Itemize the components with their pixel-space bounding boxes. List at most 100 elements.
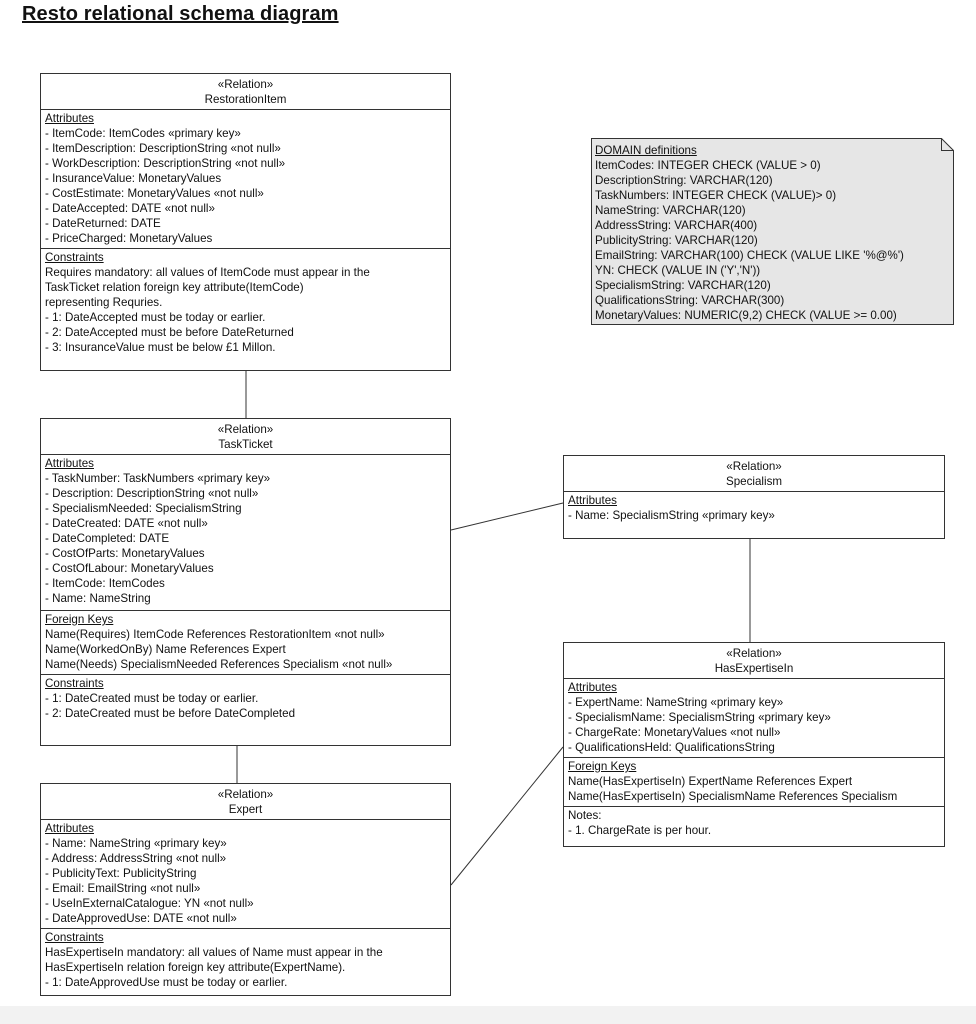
attributes-section: Attributes - Name: SpecialismString «pri…: [564, 492, 944, 525]
section-title: Attributes: [45, 822, 94, 835]
attribute-line: - SpecialismNeeded: SpecialismString: [45, 502, 242, 515]
relation-header: «Relation» Expert: [41, 784, 450, 820]
foreign-key-line: Name(HasExpertiseIn) SpecialismName Refe…: [568, 790, 898, 803]
domain-definitions-body: DOMAIN definitions ItemCodes: INTEGER CH…: [595, 143, 904, 323]
attribute-line: - DateReturned: DATE: [45, 217, 161, 230]
foreign-key-line: Name(Requires) ItemCode References Resto…: [45, 628, 385, 641]
domain-line: NameString: VARCHAR(120): [595, 204, 746, 217]
attribute-line: - DateCompleted: DATE: [45, 532, 170, 545]
constraint-line: - 1: DateApprovedUse must be today or ea…: [45, 976, 288, 989]
section-title: Notes:: [568, 809, 602, 822]
domain-definitions-note: DOMAIN definitions ItemCodes: INTEGER CH…: [591, 138, 954, 325]
domain-definitions-title: DOMAIN definitions: [595, 144, 697, 157]
attribute-line: - ExpertName: NameString «primary key»: [568, 696, 784, 709]
foreign-keys-section: Foreign Keys Name(Requires) ItemCode Ref…: [41, 610, 450, 674]
attribute-line: - Name: NameString: [45, 592, 151, 605]
attribute-line: - WorkDescription: DescriptionString «no…: [45, 157, 286, 170]
relation-stereotype: «Relation»: [217, 423, 274, 436]
footer-strip: [0, 1006, 976, 1024]
attribute-line: - SpecialismName: SpecialismString «prim…: [568, 711, 831, 724]
foreign-key-line: Name(HasExpertiseIn) ExpertName Referenc…: [568, 775, 853, 788]
section-title: Attributes: [568, 681, 617, 694]
relation-hasexpertisein: «Relation» HasExpertiseIn Attributes - E…: [563, 642, 945, 847]
relation-name: HasExpertiseIn: [714, 662, 794, 675]
attribute-line: - ItemCode: ItemCodes «primary key»: [45, 127, 241, 140]
attribute-line: - ItemCode: ItemCodes: [45, 577, 165, 590]
constraint-line: - 3: InsuranceValue must be below £1 Mil…: [45, 341, 276, 354]
relation-name: TaskTicket: [218, 438, 273, 451]
constraints-section: Constraints Requires mandatory: all valu…: [41, 248, 450, 357]
relation-stereotype: «Relation»: [217, 78, 274, 91]
constraints-section: Constraints HasExpertiseIn mandatory: al…: [41, 928, 450, 992]
relation-restorationitem: «Relation» RestorationItem Attributes - …: [40, 73, 451, 371]
page-title: Resto relational schema diagram: [22, 3, 339, 25]
attribute-line: - PriceCharged: MonetaryValues: [45, 232, 213, 245]
domain-line: EmailString: VARCHAR(100) CHECK (VALUE L…: [595, 249, 904, 262]
attribute-line: - TaskNumber: TaskNumbers «primary key»: [45, 472, 271, 485]
attribute-line: - UseInExternalCatalogue: YN «not null»: [45, 897, 254, 910]
connector-taskticket-specialism: [450, 502, 564, 531]
foreign-key-line: Name(WorkedOnBy) Name References Expert: [45, 643, 286, 656]
section-title: Constraints: [45, 251, 104, 264]
constraint-line: TaskTicket relation foreign key attribut…: [45, 281, 304, 294]
attribute-line: - DateAccepted: DATE «not null»: [45, 202, 215, 215]
attributes-section: Attributes - ItemCode: ItemCodes «primar…: [41, 110, 450, 248]
constraint-line: HasExpertiseIn relation foreign key attr…: [45, 961, 346, 974]
notes-section: Notes: - 1. ChargeRate is per hour.: [564, 806, 944, 840]
attribute-line: - Email: EmailString «not null»: [45, 882, 201, 895]
constraint-line: - 1: DateAccepted must be today or earli…: [45, 311, 266, 324]
constraint-line: - 1: DateCreated must be today or earlie…: [45, 692, 259, 705]
constraint-line: - 2: DateAccepted must be before DateRet…: [45, 326, 294, 339]
attribute-line: - Address: AddressString «not null»: [45, 852, 227, 865]
foreign-keys-section: Foreign Keys Name(HasExpertiseIn) Expert…: [564, 757, 944, 806]
relation-name: RestorationItem: [204, 93, 287, 106]
attribute-line: - PublicityText: PublicityString: [45, 867, 197, 880]
relation-header: «Relation» HasExpertiseIn: [564, 643, 944, 679]
attribute-line: - Description: DescriptionString «not nu…: [45, 487, 259, 500]
section-title: Attributes: [568, 494, 617, 507]
domain-line: YN: CHECK (VALUE IN ('Y','N')): [595, 264, 761, 277]
constraint-line: Requires mandatory: all values of ItemCo…: [45, 266, 370, 279]
section-title: Foreign Keys: [568, 760, 637, 773]
relation-taskticket: «Relation» TaskTicket Attributes - TaskN…: [40, 418, 451, 746]
attributes-section: Attributes - TaskNumber: TaskNumbers «pr…: [41, 455, 450, 610]
attribute-line: - ItemDescription: DescriptionString «no…: [45, 142, 281, 155]
attributes-section: Attributes - Name: NameString «primary k…: [41, 820, 450, 928]
relation-name: Specialism: [725, 475, 783, 488]
domain-line: QualificationsString: VARCHAR(300): [595, 294, 785, 307]
constraints-section: Constraints - 1: DateCreated must be tod…: [41, 674, 450, 723]
domain-line: DescriptionString: VARCHAR(120): [595, 174, 773, 187]
section-title: Attributes: [45, 457, 94, 470]
relation-name: Expert: [228, 803, 263, 816]
section-title: Constraints: [45, 931, 104, 944]
relation-header: «Relation» Specialism: [564, 456, 944, 492]
domain-line: SpecialismString: VARCHAR(120): [595, 279, 771, 292]
attribute-line: - InsuranceValue: MonetaryValues: [45, 172, 222, 185]
attribute-line: - DateApprovedUse: DATE «not null»: [45, 912, 237, 925]
foreign-key-line: Name(Needs) SpecialismNeeded References …: [45, 658, 393, 671]
constraint-line: representing Requries.: [45, 296, 163, 309]
domain-line: PublicityString: VARCHAR(120): [595, 234, 758, 247]
attributes-section: Attributes - ExpertName: NameString «pri…: [564, 679, 944, 757]
relation-specialism: «Relation» Specialism Attributes - Name:…: [563, 455, 945, 539]
section-title: Constraints: [45, 677, 104, 690]
attribute-line: - DateCreated: DATE «not null»: [45, 517, 208, 530]
domain-line: MonetaryValues: NUMERIC(9,2) CHECK (VALU…: [595, 309, 897, 322]
constraint-line: HasExpertiseIn mandatory: all values of …: [45, 946, 383, 959]
note-shape: [591, 138, 954, 325]
relation-header: «Relation» RestorationItem: [41, 74, 450, 110]
relation-header: «Relation» TaskTicket: [41, 419, 450, 455]
connector-expert-hasexpertisein: [450, 746, 564, 886]
domain-line: AddressString: VARCHAR(400): [595, 219, 758, 232]
attribute-line: - Name: SpecialismString «primary key»: [568, 509, 775, 522]
attribute-line: - ChargeRate: MonetaryValues «not null»: [568, 726, 781, 739]
section-title: Attributes: [45, 112, 94, 125]
attribute-line: - CostOfParts: MonetaryValues: [45, 547, 205, 560]
relation-stereotype: «Relation»: [217, 788, 274, 801]
relation-expert: «Relation» Expert Attributes - Name: Nam…: [40, 783, 451, 996]
domain-line: ItemCodes: INTEGER CHECK (VALUE > 0): [595, 159, 821, 172]
attribute-line: - CostEstimate: MonetaryValues «not null…: [45, 187, 264, 200]
relation-stereotype: «Relation»: [726, 460, 782, 473]
note-line: - 1. ChargeRate is per hour.: [568, 824, 712, 837]
